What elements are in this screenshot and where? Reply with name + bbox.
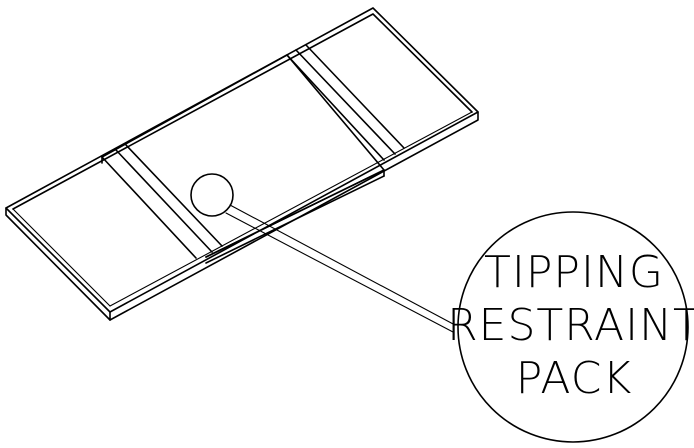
module-front-edge-lower	[205, 175, 385, 264]
right-batten-edge-3	[305, 44, 405, 149]
left-batten-edge-1	[101, 156, 197, 259]
plate-inner-left	[12, 208, 111, 307]
right-batten-edge-1	[286, 54, 385, 161]
callout-line-2: RESTRAINT	[447, 300, 694, 351]
plate-front-face	[5, 207, 111, 321]
callout-line-1: TIPPING	[484, 247, 664, 298]
leader-line-lower	[225, 212, 454, 333]
leader-line-upper	[229, 204, 456, 326]
module-front-edge	[205, 169, 385, 258]
plate-top-inner-edge	[12, 13, 473, 210]
callout-line-3: PACK	[516, 353, 633, 404]
detail-marker-circle	[190, 173, 234, 217]
left-batten-edge-3	[125, 144, 223, 247]
left-batten-edge-2	[115, 149, 213, 253]
base-plate	[5, 7, 479, 321]
middle-module	[101, 44, 405, 264]
right-batten-edge-2	[295, 49, 396, 155]
plate-top-back-edge	[5, 7, 479, 313]
callout-bubble	[457, 211, 689, 443]
plate-side-face	[109, 111, 479, 321]
plate-inner-front	[109, 111, 473, 307]
